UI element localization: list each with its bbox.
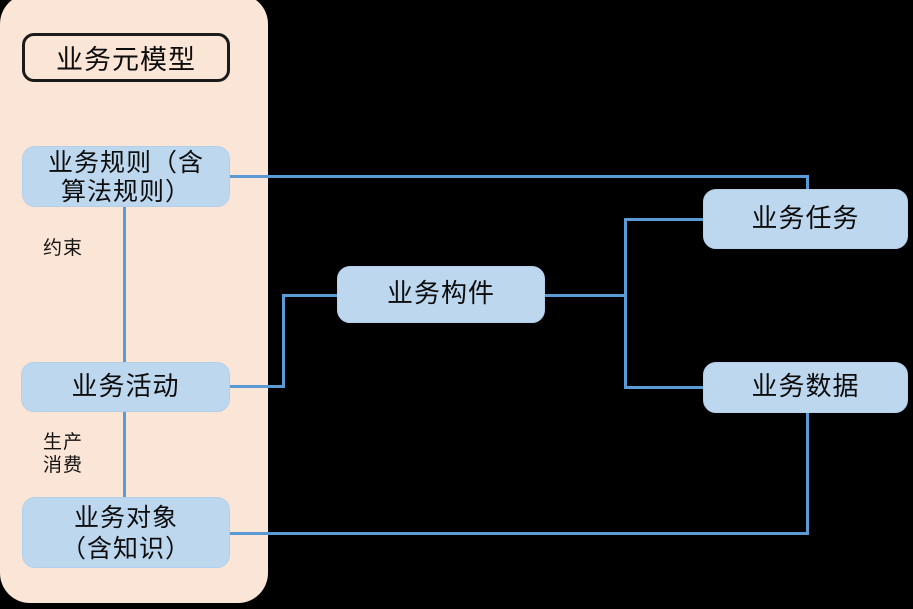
node-business-rules-line2: 算法规则） — [60, 176, 191, 206]
edge-label-consume-text: 消费 — [43, 454, 84, 476]
node-business-rules-line1: 业务规则（含 — [47, 147, 204, 177]
connector-split-data — [624, 386, 704, 389]
node-business-component: 业务构件 — [337, 266, 545, 323]
connector-activity-elbow-bottom — [230, 385, 285, 388]
node-business-task: 业务任务 — [703, 189, 908, 249]
node-business-data: 业务数据 — [703, 362, 908, 413]
edge-label-constraint-text: 约束 — [43, 237, 84, 259]
connector-split-vertical — [624, 218, 627, 389]
node-business-data-label: 业务数据 — [751, 372, 860, 402]
edge-label-constraint: 约束 — [43, 237, 83, 260]
node-business-task-label: 业务任务 — [751, 203, 860, 234]
connector-activity-elbow-vertical — [282, 294, 285, 388]
node-business-component-label: 业务构件 — [386, 279, 495, 309]
panel-title: 业务元模型 — [22, 33, 230, 82]
connector-activity-object — [123, 412, 126, 498]
panel-title-label: 业务元模型 — [56, 45, 196, 76]
node-business-activity: 业务活动 — [21, 362, 230, 412]
connector-object-data-vertical — [806, 412, 809, 535]
node-business-rules: 业务规则（含 算法规则） — [22, 146, 230, 207]
connector-rule-task-vertical — [806, 175, 809, 190]
connector-activity-component — [282, 294, 338, 297]
connector-rule-activity — [123, 207, 126, 363]
node-business-object: 业务对象 （含知识） — [22, 497, 230, 568]
connector-split-task — [624, 218, 704, 221]
connector-rule-task-horizontal — [230, 175, 809, 178]
node-business-object-line1: 业务对象 — [73, 502, 178, 532]
connector-object-data-horizontal — [230, 532, 809, 535]
node-business-activity-label: 业务活动 — [71, 371, 180, 402]
edge-label-produce-consume: 生产 消费 — [43, 431, 83, 477]
connector-component-split — [545, 294, 626, 297]
node-business-object-line2: （含知识） — [60, 533, 191, 563]
edge-label-produce-text: 生产 — [43, 431, 84, 453]
